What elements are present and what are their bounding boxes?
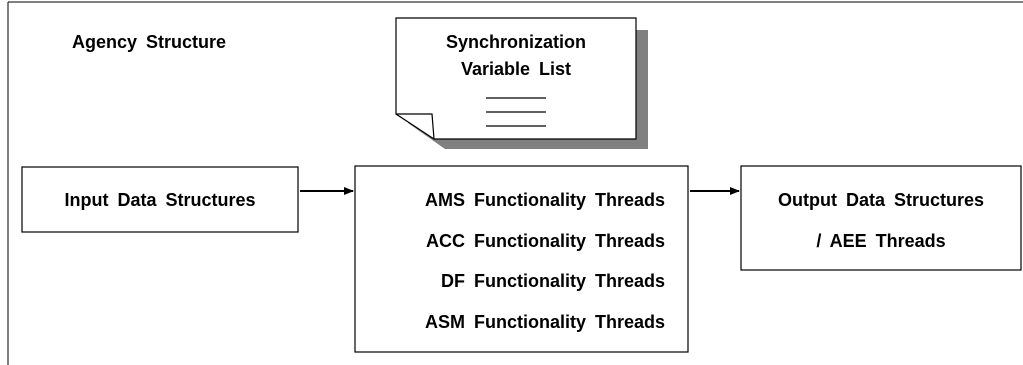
input-box bbox=[21, 166, 299, 233]
diagram-title: Agency Structure bbox=[72, 32, 227, 52]
output-box-label-line1: Output Data Structures bbox=[777, 190, 985, 210]
document-fold bbox=[396, 113, 435, 140]
output-box bbox=[740, 165, 1022, 271]
output-box-label-line2: / AEE Threads bbox=[816, 231, 946, 251]
thread-label-acc: ACC Functionality Threads bbox=[425, 231, 665, 251]
document-shape bbox=[395, 17, 637, 140]
input-box-label: Input Data Structures bbox=[64, 190, 256, 210]
document-title-line2: Variable List bbox=[460, 59, 572, 79]
document-title-line1: Synchronization bbox=[445, 32, 586, 52]
functionality-box bbox=[354, 165, 689, 353]
thread-label-ams: AMS Functionality Threads bbox=[424, 190, 665, 210]
thread-label-asm: ASM Functionality Threads bbox=[424, 312, 665, 332]
thread-label-df: DF Functionality Threads bbox=[440, 271, 665, 291]
